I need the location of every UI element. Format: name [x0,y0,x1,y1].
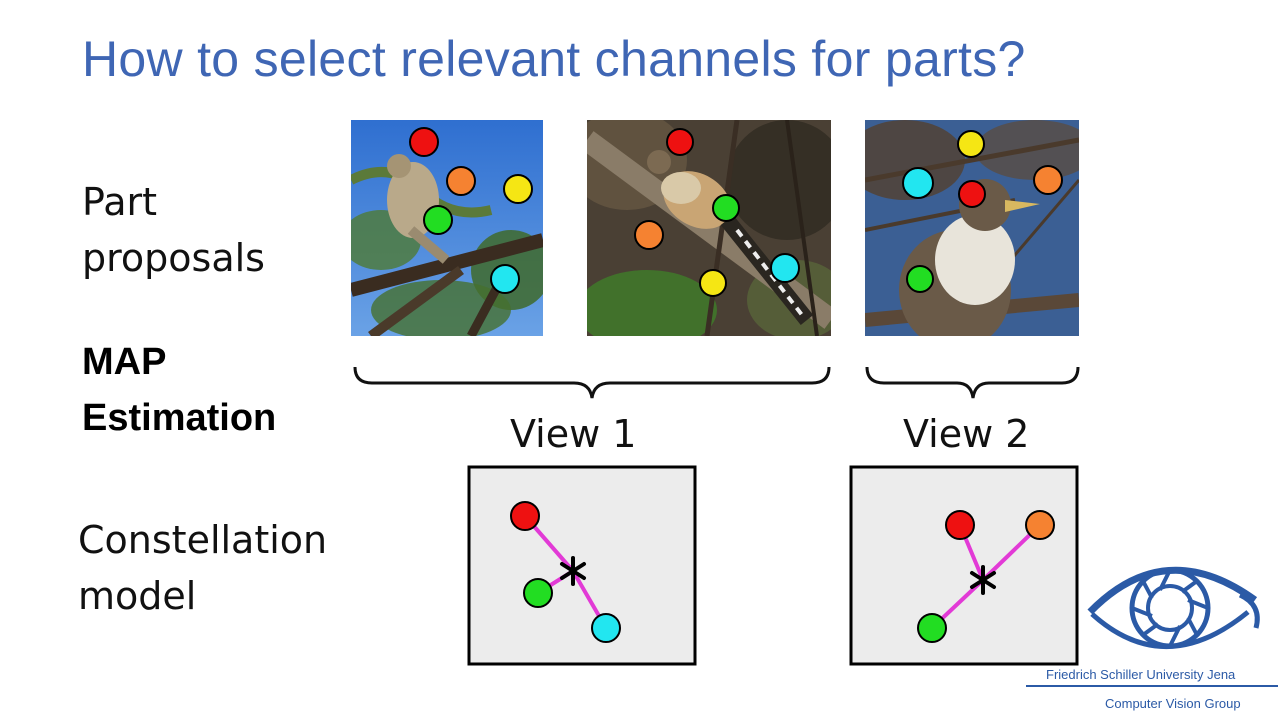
view-2-label: View 2 [903,412,1030,456]
model-node-red [945,510,975,540]
part-proposals-line2: proposals [82,236,265,280]
view-1-label: View 1 [510,412,637,456]
map-estimation-line1: MAP [82,341,167,383]
map-estimation-label: MAP Estimation [82,334,276,446]
university-name: Friedrich Schiller University Jena [1046,667,1236,682]
bird-photo-2 [587,120,831,336]
model-node-green [523,578,553,608]
slide-title: How to select relevant channels for part… [82,31,1026,87]
map-estimation-line2: Estimation [82,397,277,439]
part-proposals-label: Part proposals [82,174,265,286]
model-center-asterisk [560,556,586,586]
model-node-orange [1025,510,1055,540]
bird-photo-1 [351,120,543,336]
constellation-model-label: Constellation model [78,512,327,624]
model-center-asterisk [970,565,996,595]
bird-photo-3 [865,120,1079,336]
model-node-red [510,501,540,531]
eye-logo-icon [1087,566,1260,649]
model-node-cyan [591,613,621,643]
constellation-box-view-1 [467,465,697,666]
part-proposals-line1: Part [82,180,158,224]
constellation-model-line1: Constellation [78,518,328,562]
constellation-box-view-2 [849,465,1079,666]
group-name: Computer Vision Group [1105,696,1241,711]
constellation-model-line2: model [78,574,197,618]
model-node-green [917,613,947,643]
brace-view-2 [865,366,1080,399]
brace-view-1 [353,366,831,399]
